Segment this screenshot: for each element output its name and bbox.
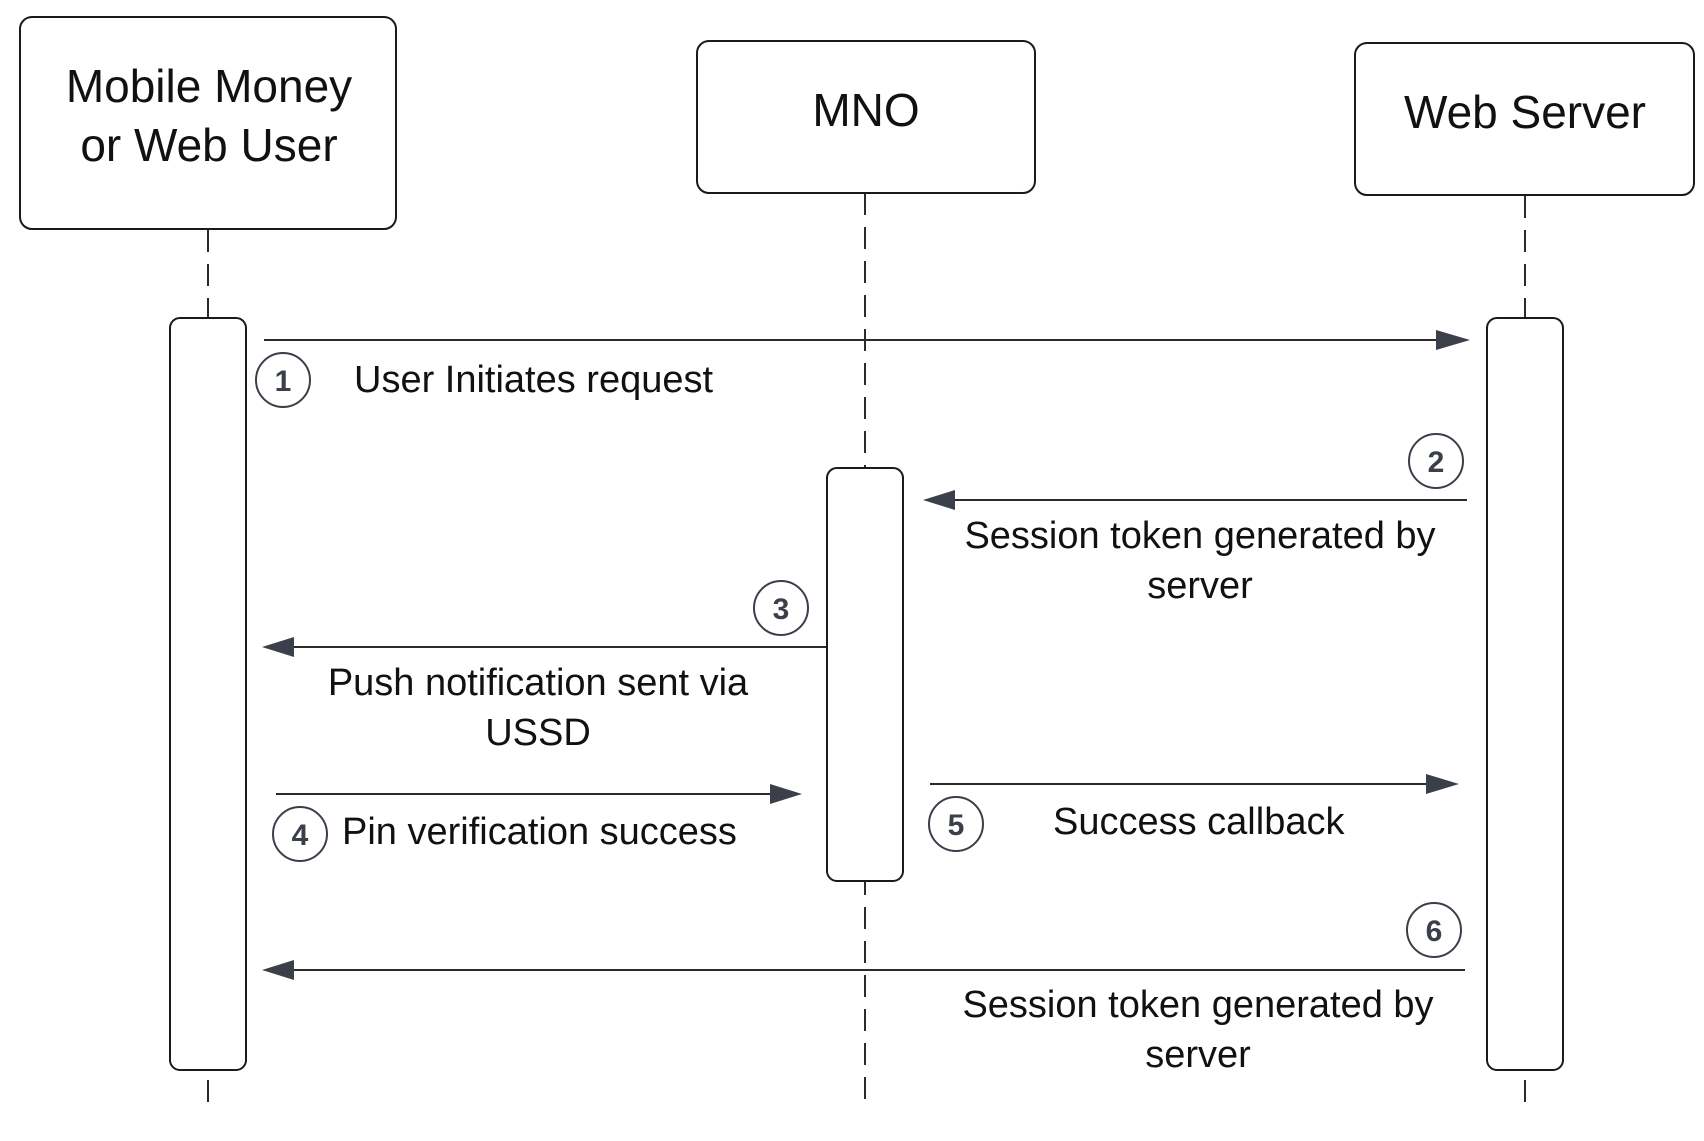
step-number-2: 2 [1428, 446, 1445, 479]
participant-user: Mobile Money or Web User [19, 16, 397, 230]
message-5-arrowhead [1426, 774, 1459, 794]
step-number-5: 5 [948, 809, 965, 842]
message-4: 4 Pin verification success [272, 784, 802, 862]
participant-server-title: Web Server [1404, 86, 1646, 138]
message-4-arrowhead [770, 784, 802, 804]
message-1-arrowhead [1436, 330, 1470, 350]
step-badge-5 [928, 796, 984, 852]
message-1: 1 User Initiates request [255, 330, 1470, 408]
message-6-label-line1: Session token generated by [962, 984, 1433, 1026]
message-2-label-line2: server [1147, 565, 1253, 607]
step-number-6: 6 [1426, 915, 1443, 948]
activation-bar-mno [826, 467, 904, 882]
message-5-label: Success callback [1053, 801, 1345, 843]
message-3-label-line1: Push notification sent via [328, 662, 749, 704]
message-1-label: User Initiates request [354, 359, 713, 401]
participant-user-title-line1: Mobile Money [66, 60, 352, 112]
message-6-label-line2: server [1145, 1034, 1251, 1076]
message-5: 5 Success callback [928, 774, 1459, 852]
step-number-4: 4 [292, 819, 309, 852]
message-4-label: Pin verification success [342, 811, 737, 853]
step-badge-3 [753, 580, 809, 636]
step-number-1: 1 [275, 365, 292, 398]
message-3-arrowhead [262, 637, 294, 657]
message-2-label-line1: Session token generated by [964, 515, 1435, 557]
step-badge-4 [272, 806, 328, 862]
message-3: 3 Push notification sent via USSD [262, 580, 826, 754]
activation-bar-server [1486, 317, 1564, 1071]
step-badge-6 [1406, 902, 1462, 958]
step-number-3: 3 [773, 593, 790, 626]
participant-mno: MNO [696, 40, 1036, 194]
message-3-label-line2: USSD [485, 712, 591, 754]
message-6-arrowhead [262, 960, 294, 980]
message-2-arrowhead [923, 490, 955, 510]
participant-user-title-line2: or Web User [80, 119, 337, 171]
participant-server: Web Server [1354, 42, 1695, 196]
participant-mno-title: MNO [812, 84, 919, 136]
message-2: 2 Session token generated by server [923, 433, 1467, 607]
message-6: 6 Session token generated by server [262, 902, 1465, 1076]
step-badge-1 [255, 352, 311, 408]
activation-bar-user [169, 317, 247, 1071]
step-badge-2 [1408, 433, 1464, 489]
